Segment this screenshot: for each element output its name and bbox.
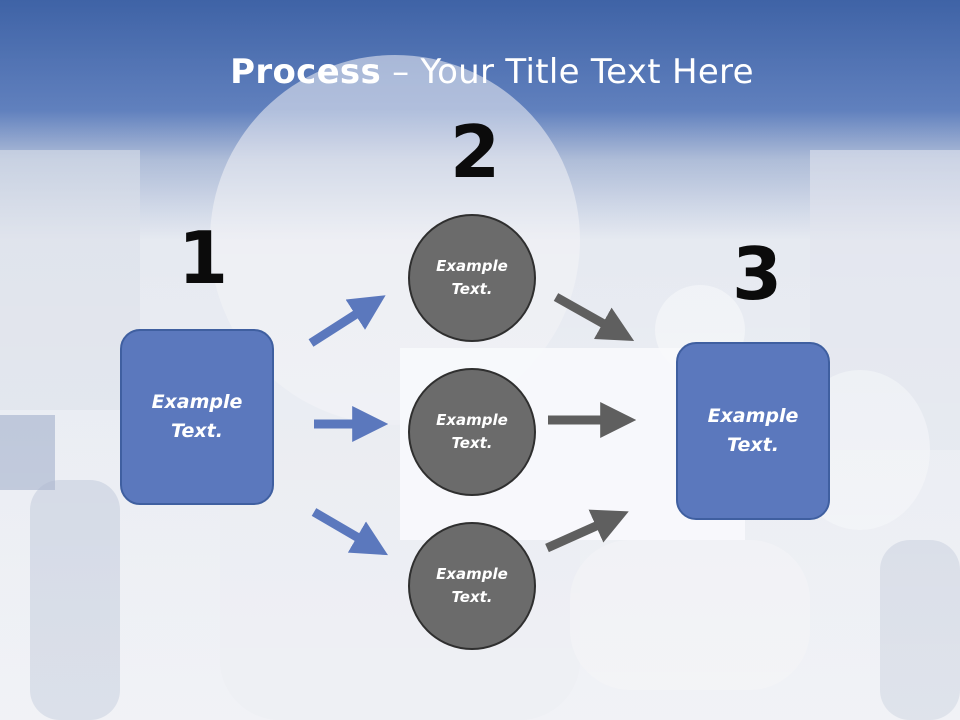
process-circle-bottom: Example Text.	[408, 522, 536, 650]
process-circle-bottom-text: Example Text.	[436, 565, 508, 606]
process-circle-top-text: Example Text.	[436, 257, 508, 298]
process-box-left: Example Text.	[120, 329, 274, 505]
title-rest: – Your Title Text Here	[381, 52, 754, 92]
process-circle-top: Example Text.	[408, 214, 536, 342]
slide-title: Process – Your Title Text Here	[0, 52, 960, 92]
arrow-gray-up	[545, 509, 629, 553]
process-box-right: Example Text.	[676, 342, 830, 520]
process-circle-middle: Example Text.	[408, 368, 536, 496]
arrow-blue-down	[311, 508, 388, 556]
step-number-1: 1	[178, 216, 229, 300]
step-number-3: 3	[732, 232, 783, 316]
process-box-right-text: Example Text.	[707, 405, 799, 456]
arrow-gray-down	[553, 293, 635, 341]
title-bold: Process	[230, 52, 382, 92]
step-number-2: 2	[450, 110, 501, 194]
process-circle-middle-text: Example Text.	[436, 411, 508, 452]
process-box-left-text: Example Text.	[151, 391, 243, 442]
arrow-blue-up	[308, 295, 386, 347]
